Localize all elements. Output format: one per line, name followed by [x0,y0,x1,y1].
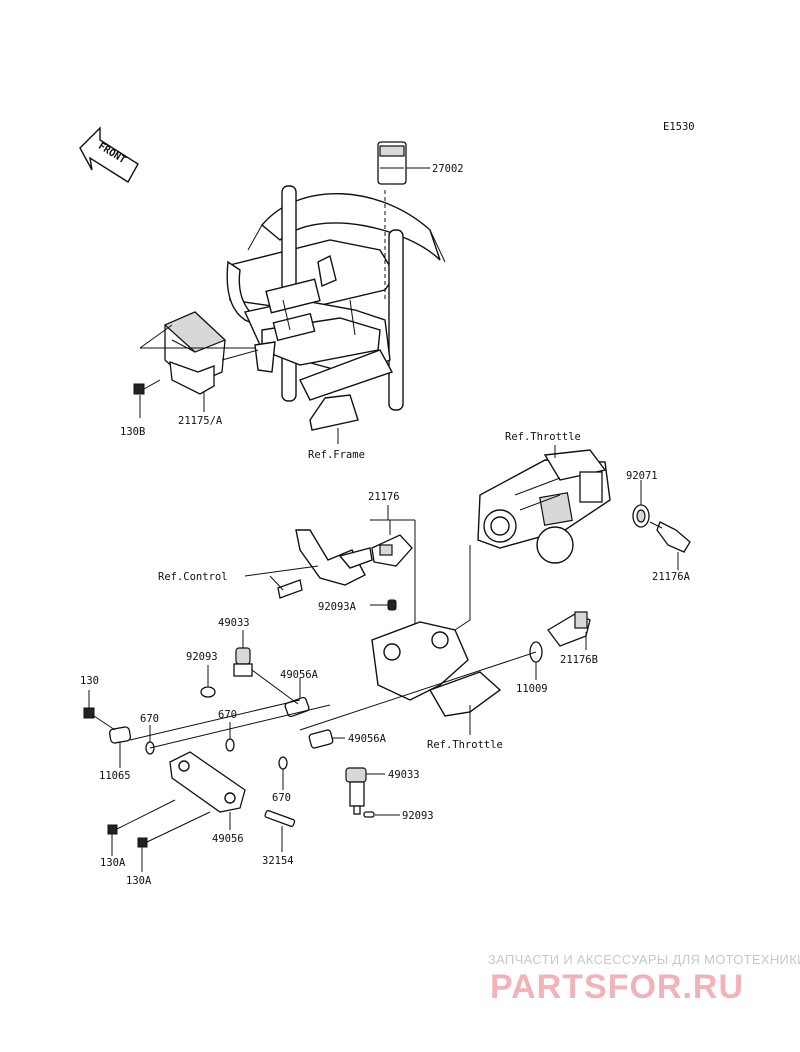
label-49033-bottom: 49033 [388,769,420,781]
label-49056a-mid: 49056A [348,733,387,745]
part-670-oring-c [278,756,288,770]
label-92093-top: 92093 [186,651,218,663]
label-130a-b: 130A [126,875,152,887]
part-49033-injector-bottom [345,767,367,815]
part-49056a-top [284,696,310,718]
label-670-a: 670 [140,713,159,725]
part-21175-ecu [163,311,227,395]
control-bracket [295,529,373,586]
diagram-code: E1530 [663,121,695,133]
label-11065: 11065 [99,770,131,782]
label-49033-top: 49033 [218,617,250,629]
label-ref-throttle-bottom: Ref.Throttle [427,739,503,751]
part-21176a-sensor [649,521,691,553]
part-11065-insulator [108,726,132,744]
label-130: 130 [80,675,99,687]
part-92093-seal-bottom [363,811,375,818]
label-21175a: 21175/A [178,415,223,427]
part-130a-bolt-a [107,799,176,835]
part-130-bolt [83,707,95,719]
label-ref-control: Ref.Control [158,571,228,583]
part-92093-seal-top [200,686,216,698]
label-21176b: 21176B [560,654,598,666]
part-21176b-sensor [547,611,591,647]
throttle-body-illustration [477,449,611,564]
watermark-logo: PARTSFOR.RU [490,968,744,1006]
part-130a-bolt-b [137,811,211,848]
part-49033-injector-top [233,647,253,677]
label-21176a: 21176A [652,571,691,583]
label-92093a: 92093A [318,601,357,613]
label-130a-a: 130A [100,857,126,869]
label-49056: 49056 [212,833,244,845]
part-32154-pipe [264,809,296,827]
part-92093a-cap [387,599,397,611]
part-control-bolt [277,579,303,599]
front-arrow-icon: FRONT [79,126,139,183]
label-130b: 130B [120,426,145,438]
part-670-oring-b [225,738,235,752]
part-130b-bolt [133,379,161,395]
label-49056a-top: 49056A [280,669,319,681]
label-27002: 27002 [432,163,464,175]
label-92071: 92071 [626,470,658,482]
label-11009: 11009 [516,683,548,695]
label-92093-bottom: 92093 [402,810,434,822]
watermark-tagline: ЗАПЧАСТИ И АКСЕССУАРЫ ДЛЯ МОТОТЕХНИКИ [488,952,800,967]
intake-manifold-illustration [371,545,502,717]
part-49056a-mid [308,729,334,749]
label-ref-frame: Ref.Frame [308,449,365,461]
frame-illustration [226,185,446,431]
label-21176: 21176 [368,491,400,503]
part-92071-oring [632,504,650,528]
label-32154: 32154 [262,855,294,867]
part-49056-fuel-rail [129,699,331,813]
label-670-c: 670 [272,792,291,804]
label-ref-throttle-top: Ref.Throttle [505,431,581,443]
part-21176-sensor [371,534,413,567]
part-27002-relay [377,141,407,185]
